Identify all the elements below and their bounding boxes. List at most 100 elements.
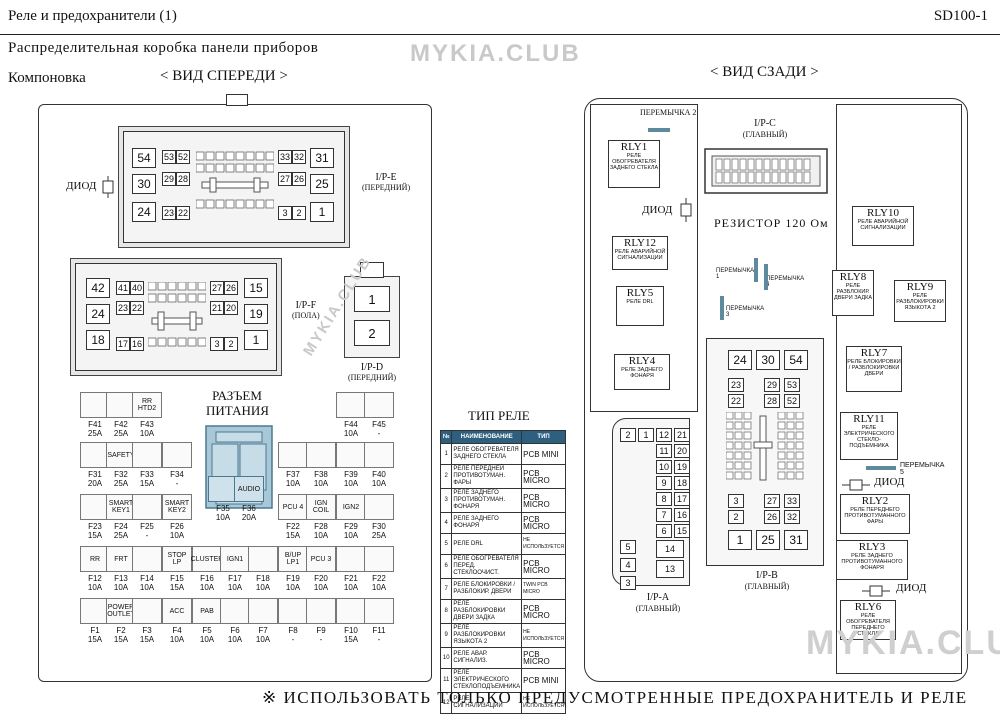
relay-desc: РЕЛЕ ОБОГРЕВАТЕЛЯ ЗАДНЕГО СТЕКЛА xyxy=(609,153,659,171)
jumper5[interactable] xyxy=(866,466,896,470)
ipa-pin-19: 19 xyxy=(674,460,690,474)
ipe-pin-30: 30 xyxy=(132,174,156,194)
fuse-f11[interactable]: F11- xyxy=(364,598,394,650)
ipe-pin-27: 27 xyxy=(278,172,292,186)
fuse-f9[interactable]: F9- xyxy=(306,598,336,650)
relay-type: TWIN PCB MICRO xyxy=(521,578,566,600)
relay-num: 6 xyxy=(439,554,453,579)
relay-id: RLY9 xyxy=(906,281,934,293)
fuse-symbol-f28: IGN COIL xyxy=(306,494,336,520)
jumper2[interactable] xyxy=(648,128,670,132)
fuse-f8[interactable]: F8- xyxy=(278,598,308,650)
ipc-connector[interactable] xyxy=(704,148,828,194)
rear-diode-label-3: ДИОД xyxy=(896,582,927,594)
relay-num: 7 xyxy=(439,578,453,600)
fuse-symbol-f11 xyxy=(364,598,394,624)
jumper3[interactable] xyxy=(720,296,724,320)
relay-type: PCB MICRO xyxy=(521,488,566,513)
fuse-symbol-f9 xyxy=(306,598,336,624)
ipa-pin-4: 4 xyxy=(620,558,636,572)
ipa-pin-15: 15 xyxy=(674,524,690,538)
ipb-label: I/P-B(ГЛАВНЫЙ) xyxy=(744,570,790,591)
jumper5-label: ПЕРЕМЫЧКА 5 xyxy=(900,462,945,476)
relay-desc: РЕЛЕ РАЗБЛОКИР. ДВЕРИ ЗАДКА xyxy=(834,283,872,301)
fuse-symbol-f44 xyxy=(336,392,366,418)
jumper4[interactable] xyxy=(764,264,768,290)
fuse-f45[interactable]: F45- xyxy=(364,392,394,444)
fuse-label-f34: F34- xyxy=(170,470,184,488)
relay-name: РЕЛЕ АВАР. СИГНАЛИЗ. xyxy=(451,647,523,669)
ipb-pin-30: 30 xyxy=(756,350,780,370)
fuse-symbol-f5: PAB xyxy=(192,598,222,624)
ipf-label: I/P-F(ПОЛА) xyxy=(292,300,320,320)
fuse-f25[interactable]: F25- xyxy=(132,494,162,546)
ipb-pin-29: 29 xyxy=(764,378,780,392)
fuse-symbol-f36: AUDIO xyxy=(234,476,264,502)
jumper1[interactable] xyxy=(754,258,758,282)
fuse-f34[interactable]: F34- xyxy=(162,442,192,494)
fuse-label-f45: F45- xyxy=(372,420,386,438)
ipf-pin-27: 27 xyxy=(210,281,224,295)
ipb-pin-31: 31 xyxy=(784,530,808,550)
fuse-symbol-f31 xyxy=(80,442,110,468)
relay-num: 10 xyxy=(439,647,453,669)
relay-name: РЕЛЕ ЗАДНЕГО ПРОТИВОТУМАН. ФОНАРЯ xyxy=(451,488,523,513)
ipe-pin-28: 28 xyxy=(176,172,190,186)
